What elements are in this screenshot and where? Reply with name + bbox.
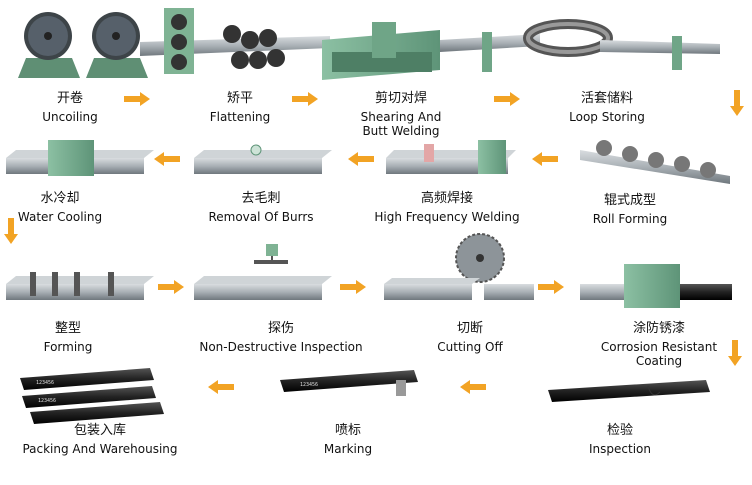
step-label-zh: 探伤	[267, 321, 294, 336]
step-label-zh: 剪切对焊	[374, 91, 427, 106]
arrow-left-icon	[460, 380, 486, 394]
step-label-zh: 包装入库	[73, 423, 126, 438]
ndt-inspection-illustration	[194, 244, 332, 300]
marking-illustration: 123456	[280, 370, 418, 396]
arrow-down-icon	[730, 90, 744, 116]
pipe-marking: 123456	[36, 380, 54, 386]
step-roll-forming: 辊式成型 Roll Forming	[580, 193, 680, 227]
step-label-zh: 开卷	[56, 91, 83, 106]
step-label-en: Uncoiling	[42, 110, 98, 124]
arrow-right-icon	[538, 280, 564, 294]
cutting-off-illustration	[384, 233, 534, 300]
step-label-en: High Frequency Welding	[374, 210, 520, 224]
burr-removal-illustration	[194, 144, 332, 174]
step-cutting-off: 切断 Cutting Off	[420, 321, 520, 355]
step-label-en: Forming	[43, 340, 93, 354]
step-ndt-inspection: 探伤 Non-Destructive Inspection	[196, 321, 366, 355]
arrow-down-icon	[728, 340, 742, 366]
forming-illustration	[6, 272, 154, 300]
step-label-zh: 高频焊接	[420, 191, 473, 206]
step-label-zh: 整型	[54, 321, 81, 336]
step-label-en: Loop Storing	[569, 110, 645, 124]
step-high-frequency-welding: 高频焊接 High Frequency Welding	[372, 191, 522, 225]
step-label-zh: 水冷却	[40, 191, 80, 206]
high-frequency-welding-illustration	[386, 140, 516, 174]
arrow-left-icon	[154, 152, 180, 166]
step-shearing-welding: 剪切对焊 Shearing And Butt Welding	[336, 91, 466, 139]
flattening-rollers-illustration	[164, 8, 285, 74]
step-label-en: Removal Of Burrs	[208, 210, 314, 224]
step-label-en: Roll Forming	[592, 212, 668, 226]
step-label-zh: 辊式成型	[603, 193, 656, 208]
pipe-marking: 123456	[38, 398, 56, 404]
arrow-right-icon	[494, 92, 520, 106]
step-label-en: Inspection	[589, 442, 651, 456]
step-label-zh: 检验	[606, 423, 633, 438]
step-label-zh: 涂防锈漆	[632, 321, 685, 336]
arrow-right-icon	[124, 92, 150, 106]
step-flattening: 矫平 Flattening	[190, 91, 290, 125]
step-label-en: Water Cooling	[17, 210, 103, 224]
step-label-zh: 切断	[456, 321, 483, 336]
step-label-zh: 矫平	[226, 91, 253, 106]
step-forming: 整型 Forming	[18, 321, 118, 355]
step-inspection: 检验 Inspection	[570, 423, 670, 457]
inspection-illustration	[548, 380, 710, 402]
arrow-left-icon	[348, 152, 374, 166]
shearing-welding-illustration	[322, 22, 540, 80]
step-corrosion-coating: 涂防锈漆 Corrosion Resistant Coating	[596, 321, 722, 369]
step-label-en: Packing And Warehousing	[22, 442, 178, 456]
step-label-en: Shearing And Butt Welding	[360, 110, 442, 138]
step-label-en: Non-Destructive Inspection	[199, 340, 363, 354]
step-label-en: Flattening	[209, 110, 271, 124]
arrow-right-icon	[292, 92, 318, 106]
step-uncoiling: 开卷 Uncoiling	[20, 91, 120, 125]
arrow-left-icon	[208, 380, 234, 394]
step-label-en: Marking	[323, 442, 373, 456]
step-label-zh: 喷标	[334, 423, 361, 438]
step-burr-removal: 去毛刺 Removal Of Burrs	[196, 191, 326, 225]
pipe-marking: 123456	[300, 382, 318, 388]
water-cooling-illustration	[6, 140, 154, 176]
step-label-en: Corrosion Resistant Coating	[600, 340, 718, 368]
loop-storage-illustration	[523, 19, 720, 70]
roll-forming-illustration	[580, 140, 730, 184]
arrow-right-icon	[158, 280, 184, 294]
step-water-cooling: 水冷却 Water Cooling	[10, 191, 110, 225]
step-loop-storing: 活套储料 Loop Storing	[552, 91, 662, 125]
arrow-left-icon	[532, 152, 558, 166]
step-label-zh: 活套储料	[580, 91, 633, 106]
step-marking: 喷标 Marking	[298, 423, 398, 457]
arrow-right-icon	[340, 280, 366, 294]
step-label-zh: 去毛刺	[241, 191, 281, 206]
step-label-en: Cutting Off	[437, 340, 503, 354]
step-packing-warehousing: 包装入库 Packing And Warehousing	[12, 423, 188, 457]
packing-illustration: 123456 123456	[20, 368, 164, 424]
coating-illustration	[580, 264, 732, 308]
